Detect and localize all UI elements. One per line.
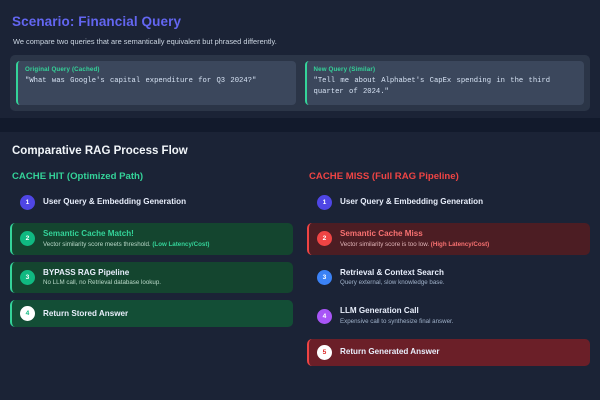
- hit-step-3[interactable]: 3 BYPASS RAG Pipeline No LLM call, no Re…: [10, 261, 293, 294]
- scenario-subtitle: We compare two queries that are semantic…: [13, 37, 277, 46]
- flow-columns: CACHE HIT (Optimized Path) 1 User Query …: [10, 171, 590, 373]
- step-tag: (High Latency/Cost): [430, 240, 490, 248]
- hit-step-4[interactable]: 4 Return Stored Answer: [10, 300, 293, 328]
- step-title: User Query & Embedding Generation: [43, 197, 187, 207]
- step-number-badge: 2: [317, 231, 332, 247]
- new-query-card: New Query (Similar) "Tell me about Alpha…: [304, 61, 584, 106]
- cache-miss-heading: CACHE MISS (Full RAG Pipeline): [309, 171, 459, 182]
- step-number-badge: 4: [317, 308, 332, 324]
- step-number-badge: 1: [20, 195, 35, 210]
- step-description: Expensive call to synthesize final answe…: [340, 317, 454, 325]
- cache-hit-column: CACHE HIT (Optimized Path) 1 User Query …: [10, 171, 293, 373]
- hit-step-2[interactable]: 2 Semantic Cache Match! Vector similarit…: [10, 223, 293, 255]
- step-number-badge: 3: [317, 270, 332, 285]
- hit-step-1[interactable]: 1 User Query & Embedding Generation: [10, 189, 293, 216]
- step-desc-text: Vector similarity score meets threshold.: [43, 240, 151, 248]
- original-query-card: Original Query (Cached) "What was Google…: [16, 61, 296, 106]
- step-description: Vector similarity score meets threshold.…: [43, 241, 285, 249]
- step-title: Return Generated Answer: [340, 347, 440, 357]
- section-divider: [0, 118, 600, 132]
- step-title: Semantic Cache Miss: [340, 229, 423, 238]
- step-number-badge: 2: [20, 231, 35, 247]
- miss-step-4[interactable]: 4 LLM Generation Call Expensive call to …: [307, 300, 590, 332]
- step-number-badge: 1: [317, 195, 332, 210]
- miss-step-1[interactable]: 1 User Query & Embedding Generation: [307, 189, 590, 216]
- original-query-text: "What was Google's capital expenditure f…: [25, 77, 257, 85]
- miss-step-3[interactable]: 3 Retrieval & Context Search Query exter…: [307, 262, 590, 294]
- step-tag: (Low Latency/Cost): [152, 240, 210, 248]
- step-number-badge: 4: [20, 306, 35, 322]
- step-title: Semantic Cache Match!: [43, 229, 134, 238]
- query-comparison-row: Original Query (Cached) "What was Google…: [10, 55, 590, 112]
- original-query-label: Original Query (Cached): [25, 66, 100, 73]
- step-description: Vector similarity score is too low. (Hig…: [340, 241, 582, 249]
- step-title: LLM Generation Call: [340, 306, 419, 316]
- step-title: Retrieval & Context Search: [340, 267, 444, 277]
- cache-miss-column: CACHE MISS (Full RAG Pipeline) 1 User Qu…: [307, 171, 590, 373]
- flow-title: Comparative RAG Process Flow: [12, 145, 188, 157]
- new-query-label: New Query (Similar): [313, 66, 376, 73]
- step-number-badge: 5: [317, 345, 332, 361]
- flow-panel: Comparative RAG Process Flow CACHE HIT (…: [0, 132, 600, 400]
- miss-step-2[interactable]: 2 Semantic Cache Miss Vector similarity …: [307, 223, 590, 255]
- scenario-title: Scenario: Financial Query: [12, 14, 182, 29]
- miss-step-5[interactable]: 5 Return Generated Answer: [307, 339, 590, 367]
- step-desc-text: Vector similarity score is too low.: [340, 240, 430, 248]
- step-title: User Query & Embedding Generation: [340, 197, 484, 207]
- step-title: BYPASS RAG Pipeline: [43, 267, 130, 277]
- scenario-panel: Scenario: Financial Query We compare two…: [0, 0, 600, 118]
- step-description: Query external, slow knowledge base.: [340, 279, 445, 287]
- step-title: Return Stored Answer: [43, 308, 129, 318]
- cache-hit-heading: CACHE HIT (Optimized Path): [12, 171, 144, 182]
- step-number-badge: 3: [20, 270, 35, 285]
- step-description: No LLM call, no Retrieval database looku…: [43, 279, 161, 287]
- new-query-text: "Tell me about Alphabet's CapEx spending…: [313, 77, 551, 97]
